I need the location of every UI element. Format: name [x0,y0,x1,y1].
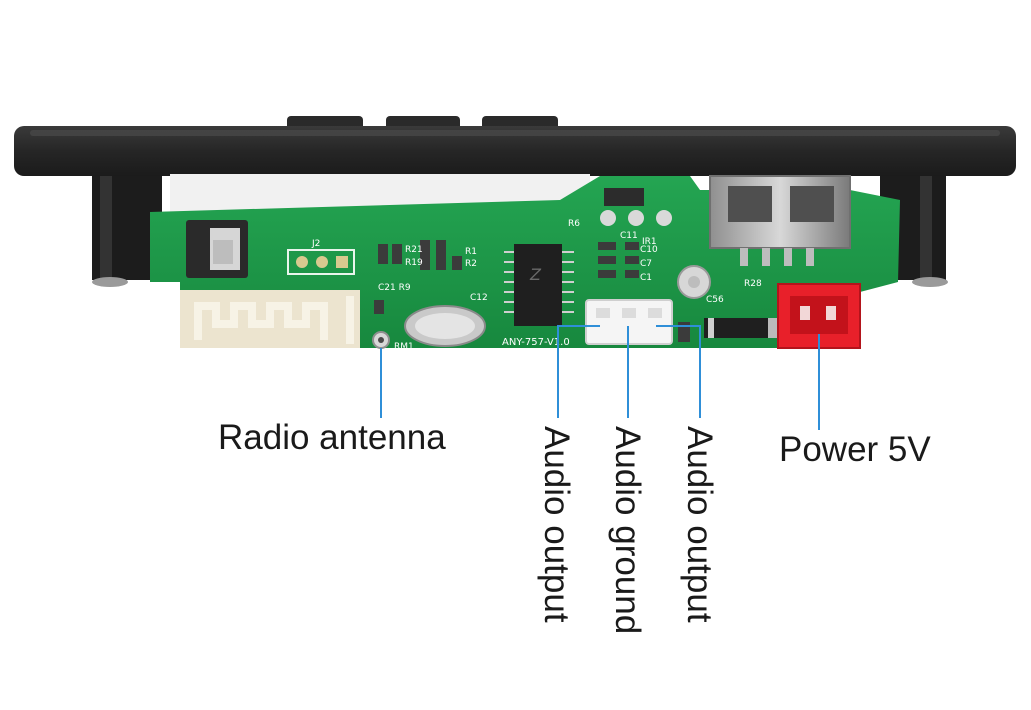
header-j2 [287,249,355,275]
label-audio-ground: Audio ground [608,426,647,635]
svg-text:R21: R21 [405,245,423,255]
diode [704,318,768,338]
antenna-pad-label: RM1 [394,342,414,352]
label-power-5v: Power 5V [779,430,931,469]
svg-text:R19: R19 [405,258,423,268]
svg-text:R1: R1 [465,247,477,257]
svg-text:IR1: IR1 [642,237,657,247]
svg-text:C12: C12 [470,293,488,303]
svg-text:C21 R9: C21 R9 [378,283,411,293]
svg-text:C7: C7 [640,259,652,269]
label-radio-antenna: Radio antenna [218,418,446,457]
callout-line-audio-output-left [557,325,600,418]
callout-lines [380,325,820,430]
label-audio-output-left: Audio output [537,426,576,623]
board-version-label: ANY-757-V1.0 [502,337,570,348]
svg-text:C1: C1 [640,273,652,283]
svg-text:Z: Z [529,265,542,284]
svg-text:R2: R2 [465,259,477,269]
svg-text:R6: R6 [568,219,580,229]
label-audio-output-right: Audio output [680,426,719,623]
callout-line-audio-output-right [656,325,701,418]
ir-receiver [604,188,644,206]
svg-text:C56: C56 [706,295,724,305]
svg-text:J2: J2 [311,239,320,249]
svg-text:C11: C11 [620,231,638,241]
svg-text:R28: R28 [744,279,762,289]
front-panel [14,126,1016,176]
main-ic [514,244,562,326]
svg-text:C10: C10 [640,245,658,255]
